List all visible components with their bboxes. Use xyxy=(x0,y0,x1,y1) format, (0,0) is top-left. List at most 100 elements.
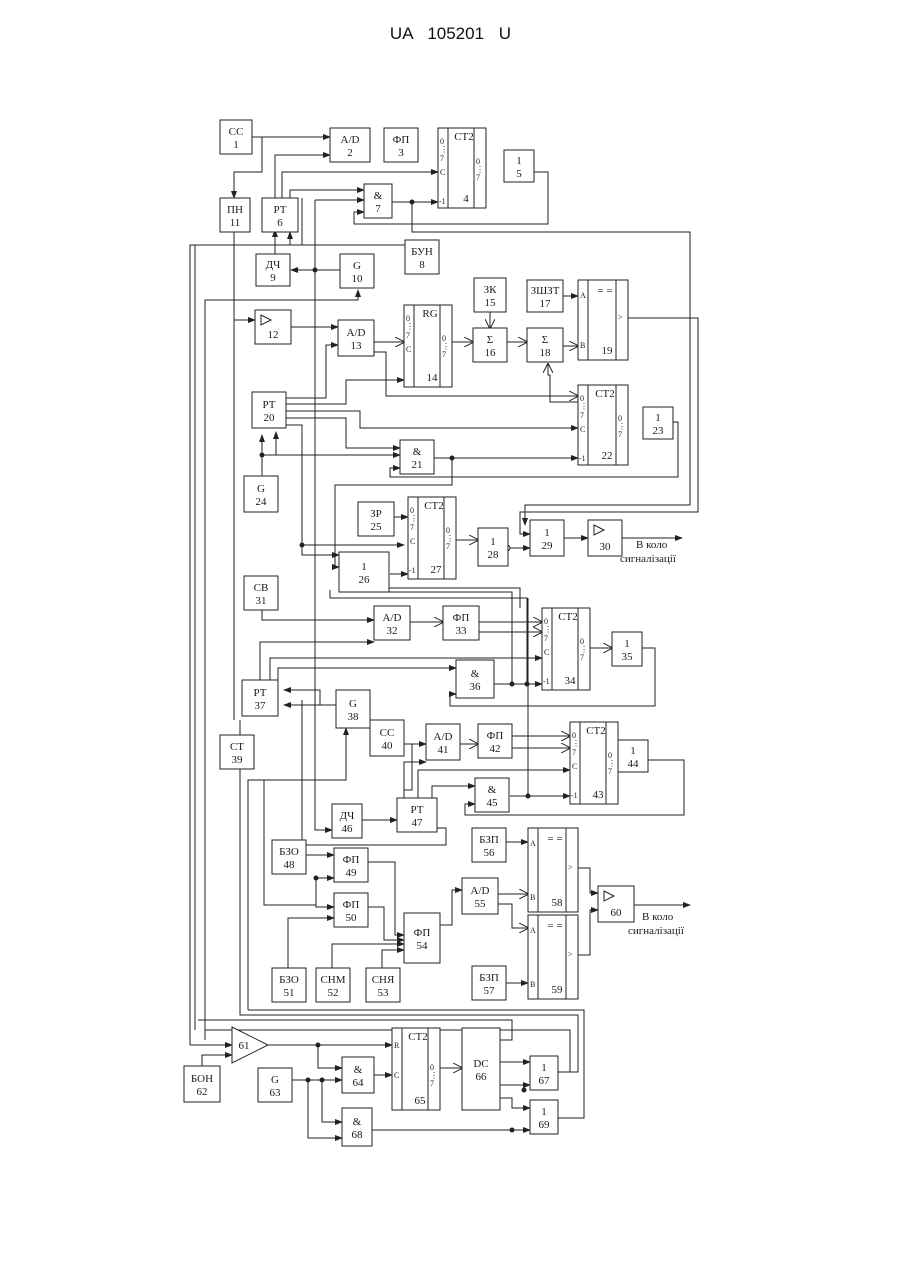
block-39: СТ39 xyxy=(220,735,254,769)
output-30-line2: сигналізації xyxy=(620,553,677,565)
block-66-number: 66 xyxy=(476,1071,488,1083)
block-28: 128 xyxy=(478,528,508,566)
block-4: СТ240⋮7C-10⋮7 xyxy=(438,128,486,208)
block-33: ФП33 xyxy=(443,606,479,640)
block-21-label: & xyxy=(413,446,422,458)
block-22-number: 22 xyxy=(602,450,613,462)
block-20-label: РТ xyxy=(263,399,276,411)
block-53-number: 53 xyxy=(378,987,390,999)
block-43: СТ2430⋮7C-10⋮7 xyxy=(570,722,618,804)
block-64-number: 64 xyxy=(353,1077,365,1089)
block-46: ДЧ46 xyxy=(332,804,362,838)
block-15-number: 15 xyxy=(485,297,497,309)
block-42-number: 42 xyxy=(490,743,501,755)
block-51-label: БЗО xyxy=(279,974,299,986)
pin-in7-34: 7 xyxy=(544,634,548,643)
block-47: РТ47 xyxy=(397,798,437,832)
block-36-label: & xyxy=(471,668,480,680)
pin-dec-43: -1 xyxy=(571,791,578,800)
pin-a-19: A xyxy=(580,291,586,300)
pin-indots-14: ⋮ xyxy=(406,322,414,331)
block-23: 123 xyxy=(643,407,673,439)
block-11-label: ПН xyxy=(227,204,243,216)
block-15: ЗК15 xyxy=(474,278,506,312)
block-11: ПН11 xyxy=(220,198,250,232)
block-5: 15 xyxy=(504,150,534,182)
pin-indots-43: ⋮ xyxy=(572,739,580,748)
pin-a-59: A xyxy=(530,926,536,935)
block-12-number: 12 xyxy=(268,329,279,341)
block-24-label: G xyxy=(257,483,265,495)
pin-clock-4: C xyxy=(440,168,445,177)
pin-dec-34: -1 xyxy=(543,677,550,686)
block-60-number: 60 xyxy=(611,907,623,919)
block-67-label: 1 xyxy=(541,1062,547,1074)
block-20-number: 20 xyxy=(264,412,276,424)
block-49-number: 49 xyxy=(346,867,358,879)
block-49-label: ФП xyxy=(343,854,360,866)
block-35: 135 xyxy=(612,632,642,666)
block-62-number: 62 xyxy=(197,1086,208,1098)
block-11-number: 11 xyxy=(230,217,241,229)
pin-in7-43: 7 xyxy=(572,748,576,757)
pin-in7-27: 7 xyxy=(410,523,414,532)
block-54-label: ФП xyxy=(414,927,431,939)
block-53-label: СНЯ xyxy=(372,974,395,986)
block-62-label: БОН xyxy=(191,1073,213,1085)
block-50-number: 50 xyxy=(346,912,358,924)
block-68-label: & xyxy=(353,1116,362,1128)
block-32: A/D32 xyxy=(374,606,410,640)
block-3: ФП3 xyxy=(384,128,418,162)
block-54: ФП54 xyxy=(404,913,440,963)
pin-in7-22: 7 xyxy=(580,411,584,420)
block-31-label: СВ xyxy=(254,582,269,594)
block-65-number: 65 xyxy=(415,1095,427,1107)
block-41-label: A/D xyxy=(434,731,453,743)
block-19-label: = = xyxy=(597,285,612,297)
block-27-label: СТ2 xyxy=(424,500,444,512)
block-34-number: 34 xyxy=(565,675,577,687)
block-26-number: 26 xyxy=(359,574,371,586)
output-60-line1: В коло xyxy=(642,911,674,923)
block-12: 12 xyxy=(255,310,291,344)
block-37: РТ37 xyxy=(242,680,278,716)
pin-clock-43: C xyxy=(572,762,577,771)
pin-clock-34: C xyxy=(544,648,549,657)
block-64: &64 xyxy=(342,1057,374,1093)
pin-dec-4: -1 xyxy=(439,197,446,206)
block-44-label: 1 xyxy=(630,745,636,757)
block-68: &68 xyxy=(342,1108,372,1146)
block-35-number: 35 xyxy=(622,651,634,663)
block-44: 144 xyxy=(618,740,648,772)
block-2-number: 2 xyxy=(347,147,353,159)
block-62: БОН62 xyxy=(184,1066,220,1102)
pin-out7-43: 7 xyxy=(608,767,612,776)
block-58-label: = = xyxy=(547,833,562,845)
block-61-number: 61 xyxy=(239,1040,250,1052)
pin-gt-19: > xyxy=(618,313,623,322)
block-51-number: 51 xyxy=(284,987,295,999)
block-57: БЗП57 xyxy=(472,966,506,1000)
block-8-number: 8 xyxy=(419,259,425,271)
pin-gt-59: > xyxy=(568,950,573,959)
block-16-label: Σ xyxy=(487,334,493,346)
pin-dec-27: -1 xyxy=(409,566,416,575)
block-57-label: БЗП xyxy=(479,972,499,984)
pin-in7-4: 7 xyxy=(440,154,444,163)
block-21: &21 xyxy=(400,440,434,474)
block-33-label: ФП xyxy=(453,612,470,624)
block-51: БЗО51 xyxy=(272,968,306,1002)
pin-indots-27: ⋮ xyxy=(410,514,418,523)
block-10-number: 10 xyxy=(352,273,364,285)
block-42: ФП42 xyxy=(478,724,512,758)
block-30-number: 30 xyxy=(600,541,612,553)
block-38-number: 38 xyxy=(348,711,360,723)
block-56-number: 56 xyxy=(484,847,496,859)
block-64-label: & xyxy=(354,1064,363,1076)
block-6-number: 6 xyxy=(277,217,283,229)
pin-b-58: B xyxy=(530,893,535,902)
block-54-number: 54 xyxy=(417,940,429,952)
block-42-label: ФП xyxy=(487,730,504,742)
block-2-label: A/D xyxy=(341,134,360,146)
